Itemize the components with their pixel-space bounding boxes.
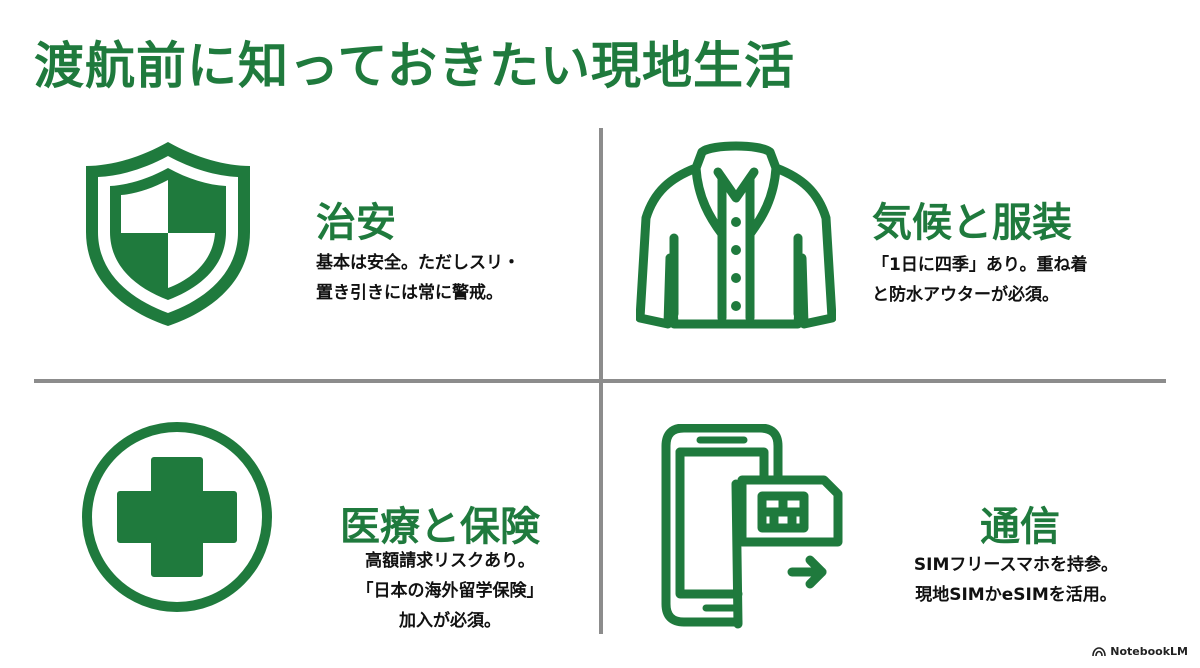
brand-label: NotebookLM (1110, 645, 1188, 658)
page-title: 渡航前に知っておきたい現地生活 (34, 37, 795, 95)
notebooklm-logo-icon (1092, 646, 1107, 656)
climate-text: 「1日に四季」あり。重ね着 と防水アウターが必須。 (872, 250, 1088, 310)
shield-icon (86, 142, 250, 326)
climate-heading: 気候と服装 (872, 200, 1072, 246)
horizontal-divider (34, 379, 1166, 383)
notebooklm-brand: NotebookLM (1092, 645, 1188, 658)
communication-text: SIMフリースマホを持参。 現地SIMかeSIMを活用。 (876, 550, 1156, 610)
safety-text: 基本は安全。ただしスリ・ 置き引きには常に警戒。 (316, 248, 520, 308)
communication-text-line: SIMフリースマホを持参。 (913, 555, 1119, 575)
jacket-icon (636, 141, 836, 329)
safety-heading: 治安 (316, 200, 396, 246)
communication-heading: 通信 (980, 504, 1060, 550)
safety-text-line: 基本は安全。ただしスリ・ (316, 253, 520, 273)
climate-text-line: 「1日に四季」あり。重ね着 (872, 255, 1088, 275)
climate-text-line: と防水アウターが必須。 (872, 285, 1059, 305)
medical-text: 高額請求リスクあり。 「日本の海外留学保険」 加入が必須。 (340, 546, 560, 636)
medical-text-line: 加入が必須。 (399, 611, 501, 631)
medical-text-line: 「日本の海外留学保険」 (356, 581, 544, 601)
safety-text-line: 置き引きには常に警戒。 (316, 283, 503, 303)
medical-heading: 医療と保険 (340, 504, 540, 550)
medical-cross-icon (82, 422, 272, 612)
communication-text-line: 現地SIMかeSIMを活用。 (915, 585, 1117, 605)
medical-text-line: 高額請求リスクあり。 (365, 551, 535, 571)
smartphone-sim-icon (661, 424, 843, 629)
